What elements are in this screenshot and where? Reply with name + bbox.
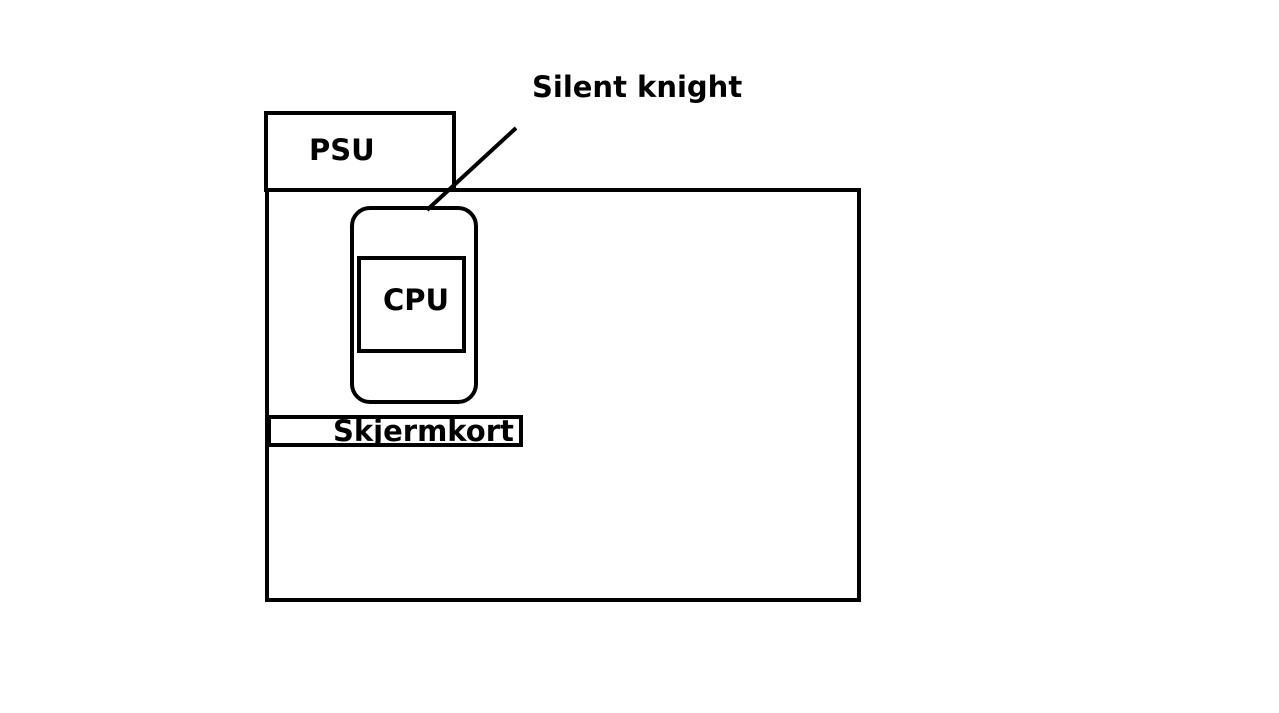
cpu-cooler-outline: [350, 206, 478, 404]
graphics-card-label: Skjermkort: [333, 414, 514, 448]
psu-label: PSU: [309, 133, 375, 167]
cooler-leader-line: [425, 126, 518, 212]
graphics-card-box: [267, 415, 523, 447]
cpu-box: [357, 256, 466, 353]
case-outline: [265, 188, 861, 602]
cooler-label: Silent knight: [532, 70, 742, 104]
psu-box: [264, 111, 456, 192]
cpu-label: CPU: [383, 283, 449, 317]
